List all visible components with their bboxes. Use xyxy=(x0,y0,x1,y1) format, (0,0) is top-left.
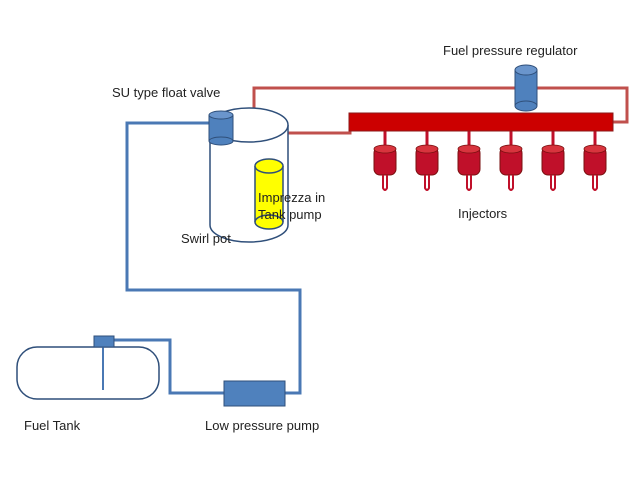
fuel-pressure-regulator xyxy=(514,64,538,112)
tank-to-pump-line xyxy=(114,338,224,395)
injectors-label: Injectors xyxy=(458,206,508,221)
low-pressure-lines xyxy=(114,121,302,395)
injector xyxy=(541,128,565,191)
injector xyxy=(457,128,481,191)
in-tank-pump-label-line1: Imprezza in xyxy=(258,190,326,205)
in-tank-pump xyxy=(254,158,284,230)
in-tank-pump-label-line2: Tank pump xyxy=(258,207,322,222)
fuel-rail xyxy=(348,112,614,132)
fuel-pressure-regulator-label: Fuel pressure regulator xyxy=(443,43,578,58)
return-line xyxy=(252,86,629,130)
injector xyxy=(415,128,439,191)
tank-sender-unit xyxy=(93,335,115,348)
injector xyxy=(583,128,607,191)
float-valve-label: SU type float valve xyxy=(112,85,221,100)
injector xyxy=(373,128,397,191)
fuel-tank-label: Fuel Tank xyxy=(24,418,81,433)
fuel-tank xyxy=(16,335,160,400)
pot-to-pump-line xyxy=(125,121,302,395)
low-pressure-pump-label: Low pressure pump xyxy=(205,418,320,433)
float-valve xyxy=(208,110,234,146)
injectors-group xyxy=(373,128,607,191)
low-pressure-pump xyxy=(223,380,286,407)
pump-to-rail-line xyxy=(279,122,352,160)
swirl-pot-label: Swirl pot xyxy=(181,231,231,246)
injector xyxy=(499,128,523,191)
